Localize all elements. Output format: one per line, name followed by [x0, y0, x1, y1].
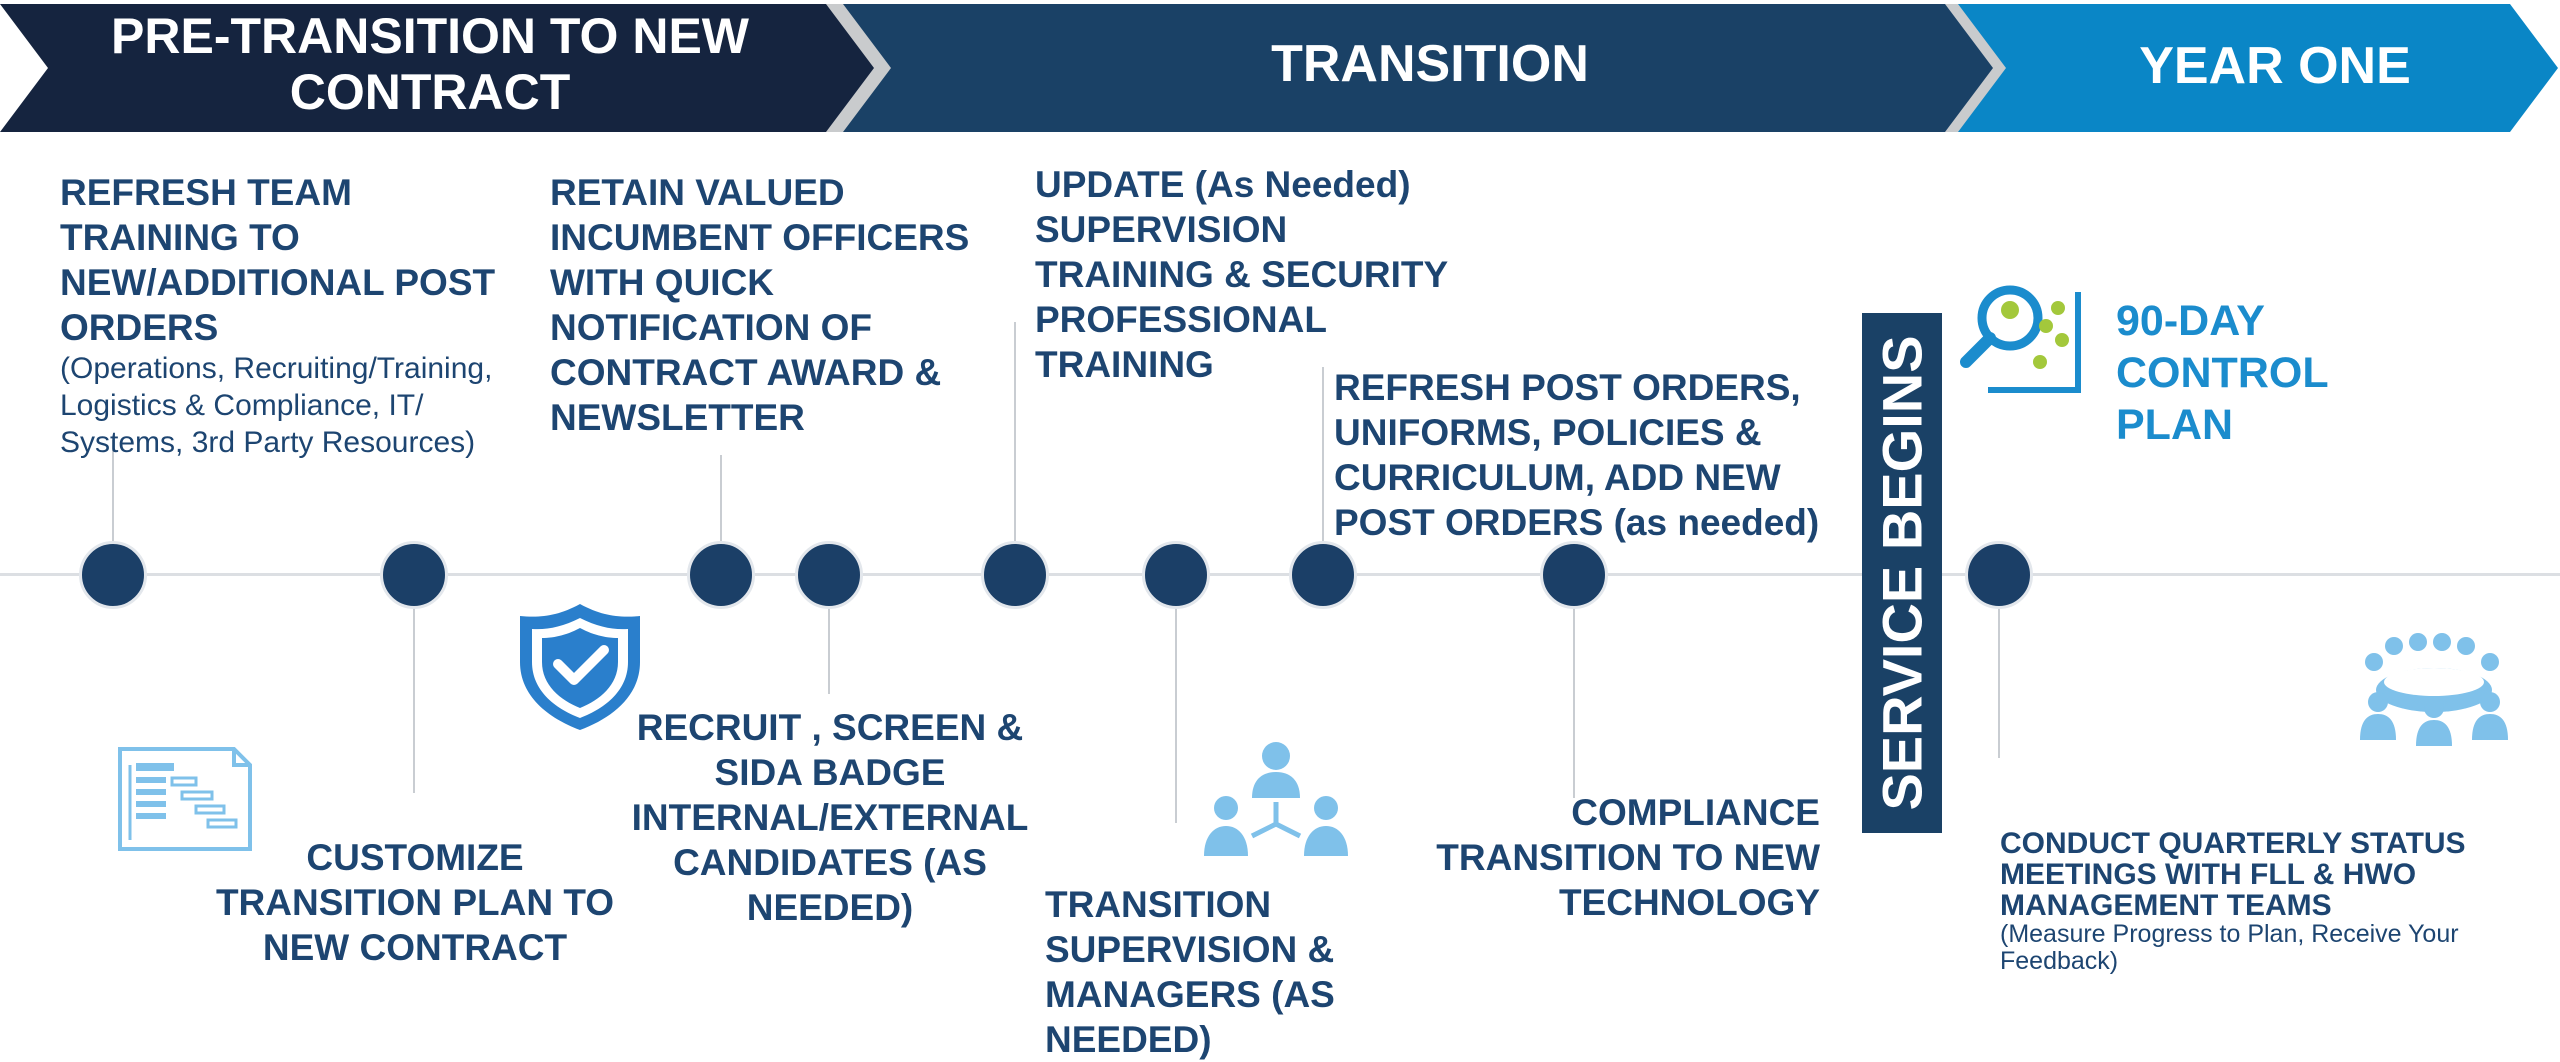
milestone-refresh-training-detail: (Operations, Recruiting/Training, Logist… — [60, 352, 493, 459]
meeting-group-icon — [2360, 633, 2508, 746]
milestone-node-3 — [687, 541, 755, 609]
service-begins-label: SERVICE BEGINS — [1870, 335, 1934, 811]
phase-arrow-year-one — [1955, 4, 2558, 132]
milestone-quarterly-status: CONDUCT QUARTERLY STATUS MEETINGS WITH F… — [2000, 828, 2540, 975]
connector-quarterly-status — [1998, 598, 2000, 758]
milestone-node-1 — [79, 541, 147, 609]
milestone-node-8 — [1540, 541, 1608, 609]
control-plan-label: 90-DAY CONTROL PLAN — [2116, 297, 2328, 449]
milestone-node-7 — [1289, 541, 1357, 609]
milestone-node-4 — [795, 541, 863, 609]
magnifier-chart-icon — [1960, 285, 2081, 393]
milestone-refresh-post-orders: REFRESH POST ORDERS, UNIFORMS, POLICIES … — [1334, 367, 1820, 543]
connector-update-supervision — [1014, 322, 1016, 552]
phase-arrow-pre-gap — [820, 4, 891, 132]
milestone-transition-supervision: TRANSITION SUPERVISION & MANAGERS (AS NE… — [1045, 884, 1335, 1060]
phase-transition-label: TRANSITION — [1271, 35, 1589, 93]
connector-transition-supervision — [1175, 598, 1177, 823]
milestone-quarterly-status-title: CONDUCT QUARTERLY STATUS MEETINGS WITH F… — [2000, 827, 2466, 922]
phase-arrow-pre-transition — [0, 4, 874, 132]
milestone-node-5 — [981, 541, 1049, 609]
phase-year-one-label: YEAR ONE — [2139, 37, 2411, 95]
milestone-retain-officers: RETAIN VALUED INCUMBENT OFFICERS WITH QU… — [550, 172, 970, 438]
timeline-axis — [0, 573, 2560, 576]
phase-arrow-transition — [838, 4, 1993, 132]
connector-retain-officers — [720, 455, 722, 550]
connector-refresh-training — [112, 440, 114, 550]
connector-recruit-screen — [828, 598, 830, 694]
milestone-customize-plan: CUSTOMIZE TRANSITION PLAN TO NEW CONTRAC… — [215, 837, 615, 968]
connector-customize-plan — [413, 598, 415, 793]
milestone-quarterly-status-detail: (Measure Progress to Plan, Receive Your … — [2000, 920, 2459, 975]
phase-banner — [0, 4, 2558, 132]
phase-pre-transition-label: PRE-TRANSITION TO NEW CONTRACT — [111, 8, 749, 120]
connector-compliance — [1573, 598, 1575, 798]
gantt-chart-icon — [118, 747, 252, 851]
milestone-update-supervision: UPDATE (As Needed) SUPERVISION TRAINING … — [1035, 164, 1448, 385]
org-team-icon — [1204, 742, 1348, 856]
milestone-node-9 — [1965, 541, 2033, 609]
milestone-node-2 — [380, 541, 448, 609]
milestone-refresh-training: REFRESH TEAM TRAINING TO NEW/ADDITIONAL … — [60, 170, 530, 461]
connector-refresh-post-orders — [1322, 367, 1324, 552]
milestone-refresh-training-title: REFRESH TEAM TRAINING TO NEW/ADDITIONAL … — [60, 172, 496, 348]
service-begins-bar: SERVICE BEGINS — [1862, 313, 1942, 833]
shield-check-icon — [520, 604, 640, 730]
milestone-compliance: COMPLIANCE TRANSITION TO NEW TECHNOLOGY — [1436, 792, 1820, 923]
milestone-recruit-screen: RECRUIT , SCREEN & SIDA BADGE INTERNAL/E… — [631, 707, 1029, 928]
milestone-node-6 — [1142, 541, 1210, 609]
